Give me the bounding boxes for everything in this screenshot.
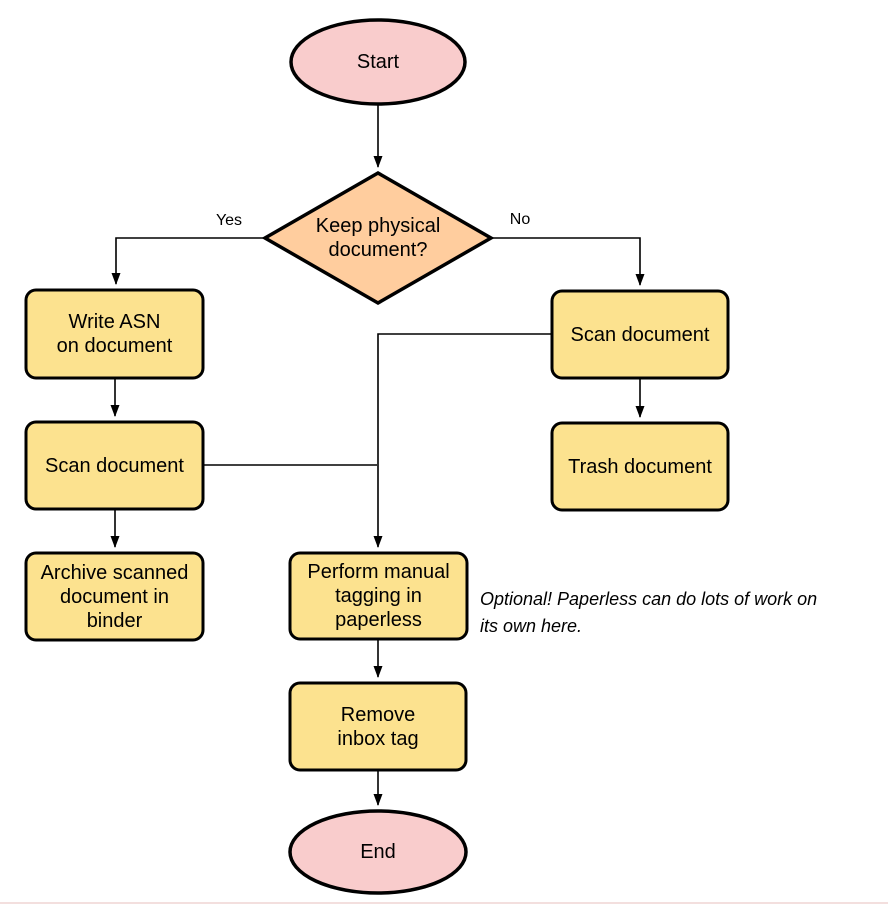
archive-node-label: Archive scanned document in binder — [40, 561, 189, 632]
archive-node-shape — [24, 551, 205, 642]
scan-right-node-label: Scan document — [570, 323, 710, 346]
start-node-label: Start — [356, 51, 400, 73]
no-edge-label: No — [509, 211, 531, 228]
end-node-label: End — [360, 841, 396, 863]
decision-node-label: Keep physical document? — [315, 215, 441, 261]
trash-node-shape — [550, 421, 730, 512]
tagging-node-shape — [288, 551, 469, 641]
scan-left-node-shape — [24, 420, 205, 511]
bottom-edge-line — [0, 902, 888, 904]
write-asn-node-shape — [24, 288, 205, 380]
yes-edge-label: Yes — [215, 212, 243, 229]
scan-right-node-shape — [550, 289, 730, 380]
write-asn-node-label: Write ASN on document — [56, 311, 173, 357]
edge-scan-right-to-tagging — [373, 333, 552, 548]
start-node-shape — [289, 18, 467, 106]
trash-node-label: Trash document — [568, 455, 712, 478]
remove-inbox-node-shape — [288, 681, 468, 772]
scan-left-node-label: Scan document — [45, 454, 184, 477]
decision-node-shape — [261, 170, 495, 306]
edge-decision-no-to-scan-right — [491, 237, 645, 286]
remove-inbox-node-label: Remove inbox tag — [337, 703, 419, 750]
tagging-node-label: Perform manual tagging in paperless — [307, 561, 450, 631]
end-node-shape — [288, 809, 468, 895]
edge-decision-yes-to-write-asn — [111, 237, 265, 285]
optional-note-text: Optional! Paperless can do lots of work … — [480, 589, 818, 636]
